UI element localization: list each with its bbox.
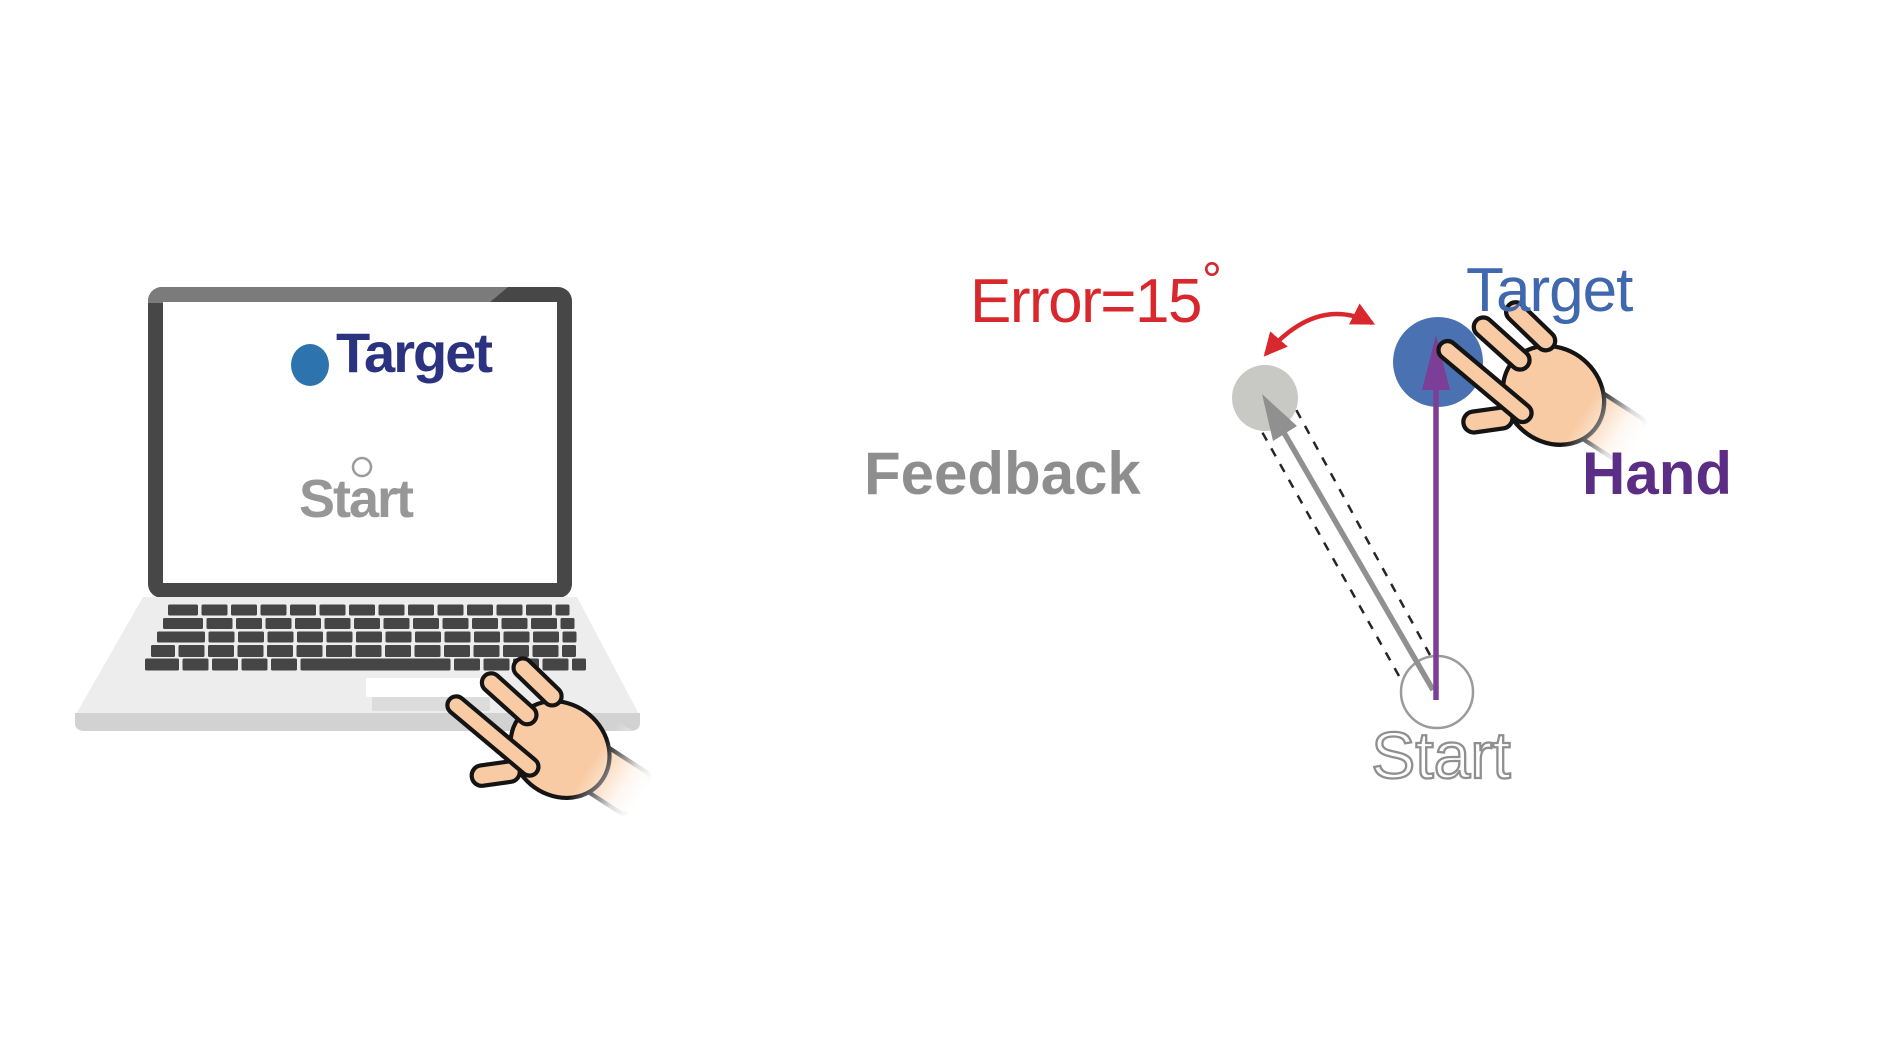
keyboard-key	[496, 604, 523, 616]
keyboard-key	[182, 658, 209, 671]
keyboard-key	[472, 618, 498, 629]
keyboard-key	[157, 631, 205, 643]
keyboard-key	[265, 618, 292, 629]
laptop-bezel-highlight	[148, 287, 508, 303]
keyboard-key	[444, 645, 470, 657]
keyboard-key	[413, 618, 439, 629]
feedback-label: Feedback	[864, 440, 1141, 507]
keyboard-key	[442, 618, 469, 629]
keyboard-key	[562, 645, 576, 657]
keyboard-key	[241, 658, 268, 671]
keyboard-key	[385, 631, 412, 643]
keyboard-key	[572, 658, 586, 671]
keyboard-key	[542, 658, 569, 671]
keyboard-key	[201, 604, 228, 616]
rotation-schematic	[1232, 298, 1681, 730]
keyboard-key	[385, 645, 411, 657]
screen-start-label: Start	[299, 469, 414, 529]
feedback-dashed-lines	[1241, 392, 1432, 677]
keyboard-key	[208, 645, 234, 657]
laptop-screen	[163, 302, 557, 583]
keyboard-key	[326, 631, 353, 643]
hand-arrow	[1422, 335, 1450, 700]
keyboard-key	[444, 631, 471, 643]
keyboard-key	[354, 618, 380, 629]
keyboard-key	[168, 604, 198, 616]
keyboard-key	[356, 631, 382, 643]
keyboard-key	[163, 618, 203, 629]
keyboard-key	[383, 618, 410, 629]
keyboard-key	[408, 604, 434, 616]
keyboard-key	[296, 645, 323, 657]
start-label: Start	[1370, 718, 1512, 792]
keyboard-key	[297, 631, 323, 643]
keyboard-key	[151, 645, 175, 657]
keyboard-key	[526, 604, 552, 616]
laptop	[75, 287, 685, 846]
keyboard-key	[260, 604, 287, 616]
error-label: Error=15°	[970, 255, 1222, 336]
error-angle-arrow	[1263, 303, 1376, 357]
keyboard-key	[437, 604, 464, 616]
keyboard-key	[531, 618, 557, 629]
keyboard-key	[212, 658, 238, 671]
keyboard-key	[349, 604, 375, 616]
keyboard-key	[267, 645, 293, 657]
degree-symbol: °	[1201, 252, 1222, 308]
keyboard-key	[145, 658, 179, 671]
keyboard-key	[454, 658, 480, 671]
keyboard-key	[560, 618, 575, 629]
laptop-lid	[148, 287, 572, 598]
keyboard-key	[300, 658, 451, 671]
keyboard-key	[206, 618, 233, 629]
keyboard-key	[503, 631, 530, 643]
keyboard-key	[503, 645, 529, 657]
keyboard-key	[324, 618, 351, 629]
error-text: Error=15	[970, 266, 1202, 336]
keyboard-key	[236, 618, 262, 629]
laptop-base-front-edge	[75, 713, 640, 731]
keyboard-key	[271, 658, 297, 671]
keyboard-key	[326, 645, 352, 657]
keyboard-key	[415, 631, 441, 643]
keyboard-key	[474, 631, 500, 643]
screen-target-label: Target	[336, 321, 493, 384]
keyboard-key	[501, 618, 528, 629]
keyboard-key	[467, 604, 493, 616]
keyboard-key	[473, 645, 500, 657]
keyboard-key	[208, 631, 235, 643]
keyboard-key	[178, 645, 205, 657]
keyboard-key	[562, 631, 577, 643]
keyboard-key	[237, 645, 264, 657]
hand-label: Hand	[1582, 440, 1732, 507]
keyboard-key	[533, 631, 559, 643]
screen-start-circle	[351, 456, 373, 478]
keyboard-key	[555, 604, 570, 616]
laptop-trackpad	[366, 678, 496, 697]
keyboard-key	[532, 645, 559, 657]
keyboard-key	[238, 631, 264, 643]
keyboard-key	[355, 645, 382, 657]
screen-target-dot	[291, 344, 329, 386]
keyboard-key	[414, 645, 441, 657]
target-label: Target	[1466, 256, 1633, 325]
keyboard-key	[483, 658, 510, 671]
keyboard-key	[231, 604, 257, 616]
feedback-arrow	[1262, 394, 1436, 692]
keyboard-key	[267, 631, 294, 643]
keyboard-key	[290, 604, 316, 616]
keyboard-key	[378, 604, 405, 616]
keyboard-key	[319, 604, 346, 616]
keyboard-key	[295, 618, 321, 629]
